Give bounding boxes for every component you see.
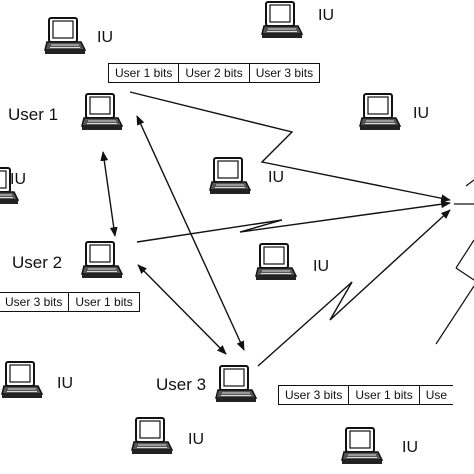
laptop-icon xyxy=(261,1,303,39)
bit-cell: Use xyxy=(425,388,448,402)
iu-label: IU xyxy=(402,439,418,456)
bit-cell: User 3 bits xyxy=(279,386,350,404)
link-user1-user2 xyxy=(100,151,118,237)
iu-label: IU xyxy=(57,375,73,392)
laptop-icon xyxy=(341,427,383,465)
laptop-icon xyxy=(81,93,123,131)
user-1-label: User 1 xyxy=(8,105,59,124)
bit-sequence-left: User 3 bits User 1 bits xyxy=(0,292,140,312)
iu-label: IU xyxy=(318,7,334,24)
bit-cell: User 2 bits xyxy=(179,64,250,82)
iu-label: IU xyxy=(413,105,429,122)
uplink-user2 xyxy=(136,200,451,243)
user-2-label: User 2 xyxy=(12,253,63,272)
bit-cell: User 3 bits xyxy=(0,293,70,311)
iu-label: IU xyxy=(313,258,329,275)
bit-sequence-top: User 1 bits User 2 bits User 3 bits xyxy=(108,63,321,83)
uplink-user3 xyxy=(257,209,451,367)
laptop-icon xyxy=(255,243,297,281)
laptop-icon xyxy=(1,361,43,399)
laptop-icon xyxy=(81,241,123,279)
uplink-user1 xyxy=(129,91,451,203)
bit-cell: User 3 bits xyxy=(255,66,314,80)
bit-cell: User 1 bits xyxy=(109,64,180,82)
laptop-icon xyxy=(209,157,251,195)
iu-label: IU xyxy=(10,171,26,188)
iu-label: IU xyxy=(188,431,204,448)
iu-label: IU xyxy=(97,29,113,46)
bit-cell: User 1 bits xyxy=(349,386,420,404)
link-user2-user3 xyxy=(137,264,227,355)
bit-cell: User 1 bits xyxy=(75,295,133,309)
iu-label: IU xyxy=(268,169,284,186)
laptop-icon xyxy=(215,365,257,403)
link-user1-user3 xyxy=(136,115,245,351)
laptop-icon xyxy=(359,93,401,131)
laptop-icon xyxy=(44,17,86,55)
laptop-icon xyxy=(131,417,173,455)
base-station-tower xyxy=(435,179,474,345)
bit-sequence-bottom: User 3 bits User 1 bits Use xyxy=(278,385,454,405)
user-3-label: User 3 xyxy=(156,375,207,394)
